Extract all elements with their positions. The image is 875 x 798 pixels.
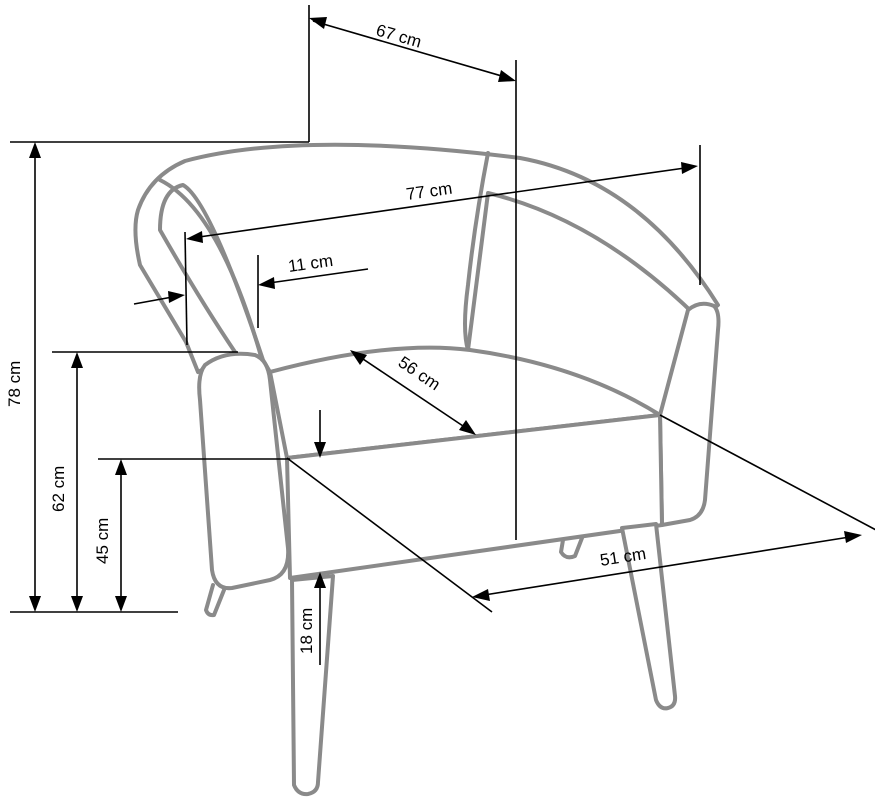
arrowhead: [258, 277, 275, 289]
left-armrest: [197, 351, 291, 591]
label-seat-height: 45 cm: [93, 518, 112, 564]
arrowhead: [844, 531, 862, 543]
ext-line-left-width: [184, 231, 188, 346]
dim-line-56: [353, 352, 473, 433]
arrowhead: [459, 420, 476, 435]
arrowhead: [71, 352, 83, 368]
arrowhead: [29, 596, 41, 612]
arrowhead: [186, 231, 203, 243]
dim-line-51: [477, 535, 857, 597]
dim-line-77: [191, 166, 693, 239]
label-total-height: 78 cm: [5, 361, 24, 407]
arrowhead: [472, 589, 490, 601]
arrowhead: [115, 596, 127, 612]
label-cushion-thickness: 18 cm: [297, 608, 316, 654]
front-right-leg: [620, 522, 678, 711]
dim-line-11-right: [261, 268, 369, 285]
ext-line-seat-right: [659, 414, 875, 531]
arrowhead: [309, 17, 327, 29]
arrowhead: [498, 70, 516, 82]
ext-line-seat-left: [286, 457, 493, 613]
arrowhead: [681, 162, 698, 174]
seat-cushion: [268, 345, 662, 460]
dim-line-67: [312, 20, 513, 80]
back-crease: [463, 151, 490, 352]
front-left-leg: [290, 574, 335, 797]
back-inner-left: [158, 178, 264, 362]
back-right-leg: [559, 536, 584, 560]
arrowhead: [115, 459, 127, 475]
arrowhead: [314, 442, 326, 458]
back-left-leg: [204, 583, 226, 618]
arrowhead: [168, 291, 185, 303]
arrowhead: [29, 142, 41, 158]
chair-back-shell: [133, 142, 720, 374]
arrowhead: [350, 350, 367, 365]
dimension-lines: [10, 5, 875, 665]
arrowhead: [314, 572, 326, 588]
seat-base: [285, 413, 664, 580]
arrowhead: [71, 596, 83, 612]
label-top-depth: 67 cm: [374, 21, 424, 52]
right-armrest: [658, 301, 721, 527]
armchair-outline: [133, 142, 721, 797]
label-armrest-height: 62 cm: [49, 466, 68, 512]
